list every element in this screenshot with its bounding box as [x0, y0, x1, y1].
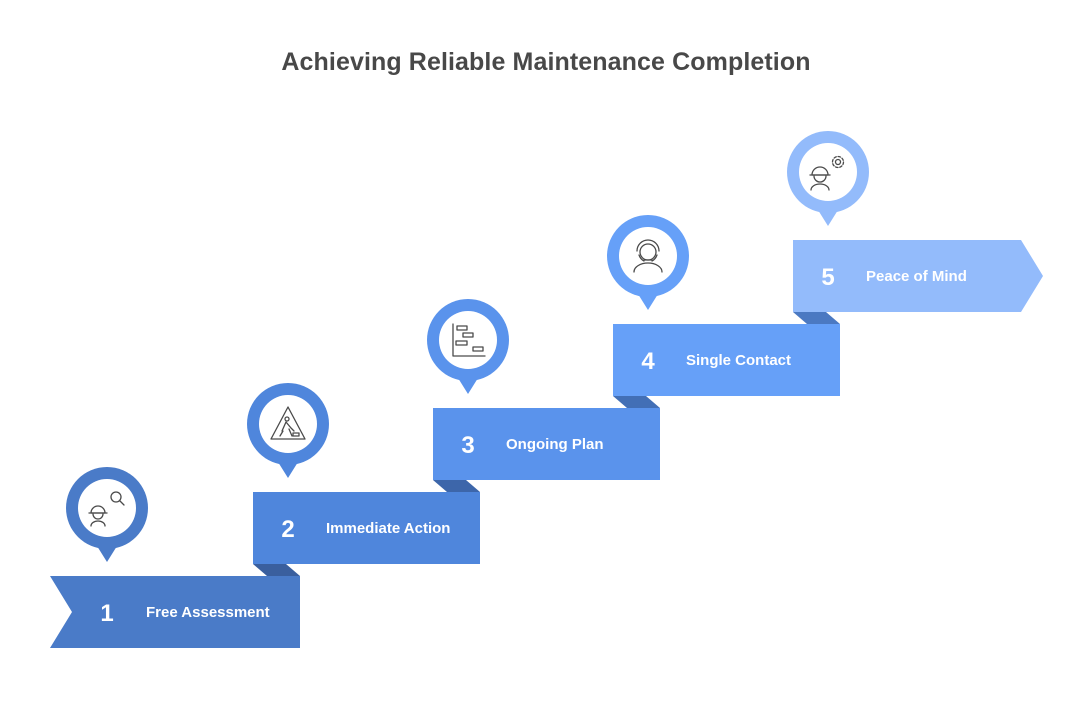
step-fold-3	[613, 396, 660, 408]
step-1-label: Free Assessment	[146, 604, 270, 621]
construction-sign-icon	[270, 406, 306, 440]
step-1-number: 1	[100, 600, 113, 627]
step-3: 3 Ongoing Plan	[433, 408, 660, 480]
step-2-number: 2	[281, 516, 294, 543]
diagram-title: Achieving Reliable Maintenance Completio…	[281, 48, 811, 76]
step-5: 5 Peace of Mind	[793, 240, 1043, 312]
step-5-label: Peace of Mind	[866, 268, 967, 285]
pin-5	[787, 131, 869, 226]
pin-3	[427, 299, 509, 394]
step-3-label: Ongoing Plan	[506, 436, 604, 453]
step-3-ribbon	[433, 408, 660, 480]
pin-1	[66, 467, 148, 562]
worker-search-icon	[88, 491, 125, 527]
step-2-label: Immediate Action	[326, 520, 450, 537]
gantt-chart-icon	[452, 323, 486, 357]
pin-4	[607, 215, 689, 310]
step-2-ribbon	[253, 492, 480, 564]
step-4-number: 4	[641, 348, 655, 375]
support-agent-icon	[633, 239, 663, 273]
step-3-number: 3	[461, 432, 474, 459]
step-5-number: 5	[821, 264, 834, 291]
step-fold-1	[253, 564, 300, 576]
step-4-ribbon	[613, 324, 840, 396]
step-2: 2 Immediate Action	[253, 492, 480, 564]
worker-gear-icon	[809, 155, 845, 191]
step-4: 4 Single Contact	[613, 324, 840, 396]
step-fold-2	[433, 480, 480, 492]
step-1: 1 Free Assessment	[50, 576, 300, 648]
pin-2	[247, 383, 329, 478]
step-1-ribbon	[50, 576, 300, 648]
step-5-ribbon	[793, 240, 1043, 312]
step-fold-4	[793, 312, 840, 324]
step-4-label: Single Contact	[686, 352, 791, 369]
